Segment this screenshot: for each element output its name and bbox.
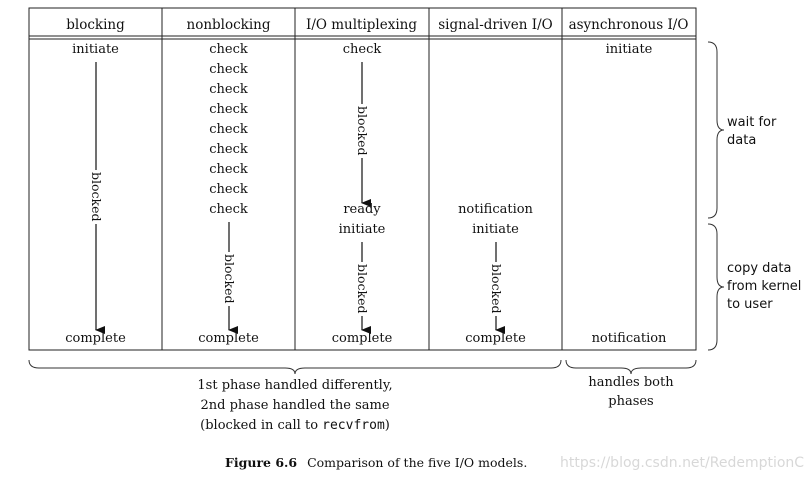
signal-notification: notification [458, 202, 533, 217]
multiplexing-ready: ready [343, 202, 381, 217]
signal-blocked-label: blocked [489, 262, 504, 316]
phase-brace-left [28, 359, 562, 375]
table-frame [28, 7, 697, 351]
nonblocking-check-6: check [209, 142, 248, 157]
phase-summary-prefix: (blocked in call to [200, 418, 323, 433]
blocking-initiate: initiate [72, 42, 119, 57]
async-initiate: initiate [605, 42, 653, 57]
phase-summary-right: handles both phases [588, 375, 674, 409]
nonblocking-check-3: check [209, 82, 248, 97]
phase-summary-left: 1st phase handled differently, 2nd phase… [29, 376, 561, 436]
phase-summary-line-3: (blocked in call to recvfrom) [29, 416, 561, 436]
watermark: https://blog.csdn.net/RedemptionC [560, 455, 805, 471]
nonblocking-check-1: check [209, 42, 248, 57]
recvfrom-code: recvfrom [322, 418, 385, 433]
header-io-multiplexing: I/O multiplexing [305, 17, 417, 33]
phase-label-wait: wait for data [727, 115, 777, 148]
signal-initiate: initiate [472, 222, 519, 237]
blocking-blocked-label: blocked [89, 170, 104, 224]
async-notification: notification [591, 331, 667, 346]
phase-summary-line-1: 1st phase handled differently, [197, 378, 393, 393]
figure-label: Figure 6.6 [225, 455, 298, 470]
header-blocking: blocking [66, 17, 125, 33]
figure-text: Comparison of the five I/O models. [307, 455, 528, 470]
phase-label-copy: copy data from kernel to user [727, 261, 802, 312]
header-nonblocking: nonblocking [186, 17, 271, 33]
multiplexing-complete: complete [331, 331, 393, 346]
nonblocking-complete: complete [198, 331, 259, 346]
wait-brace [707, 41, 725, 219]
multiplexing-initiate: initiate [338, 222, 386, 237]
multiplexing-blocked-label-1: blocked [355, 104, 370, 158]
signal-complete: complete [465, 331, 526, 346]
nonblocking-check-2: check [209, 62, 248, 77]
phase-summary-line-2: 2nd phase handled the same [200, 398, 390, 413]
figure-caption: Figure 6.6 Comparison of the five I/O mod… [225, 455, 527, 470]
nonblocking-check-7: check [209, 162, 248, 177]
header-asynchronous: asynchronous I/O [568, 17, 689, 33]
multiplexing-check: check [342, 42, 382, 57]
nonblocking-blocked-label: blocked [222, 252, 237, 306]
multiplexing-blocked-label-2: blocked [355, 262, 370, 316]
copy-brace [707, 223, 725, 351]
header-signal-driven: signal-driven I/O [438, 17, 553, 33]
nonblocking-check-8: check [209, 182, 248, 197]
phase-brace-right [565, 359, 697, 375]
blocking-complete: complete [65, 331, 126, 346]
nonblocking-check-4: check [209, 102, 248, 117]
nonblocking-check-5: check [209, 122, 248, 137]
nonblocking-check-9: check [209, 202, 248, 217]
phase-summary-suffix: ) [384, 418, 390, 433]
